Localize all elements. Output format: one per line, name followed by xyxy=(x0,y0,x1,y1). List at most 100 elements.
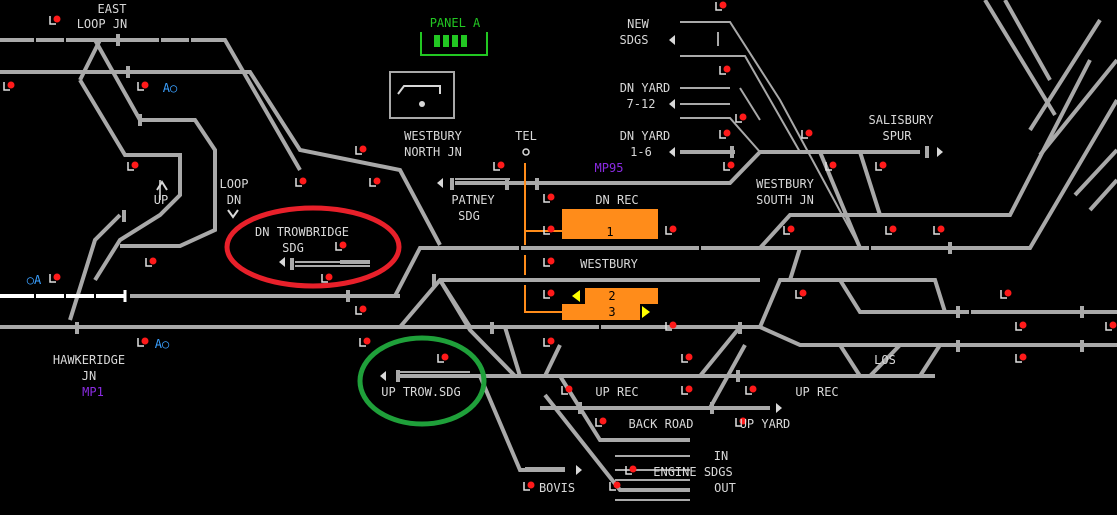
control-box-icon[interactable] xyxy=(389,71,455,119)
label-new-sdgs: SDGS xyxy=(620,33,649,47)
signal-icon[interactable] xyxy=(137,337,149,347)
up-arrow-icon xyxy=(156,180,168,191)
track-layout xyxy=(0,0,1117,501)
signal-icon[interactable] xyxy=(681,353,693,363)
signal-icon[interactable] xyxy=(369,177,381,187)
direction-arrows xyxy=(279,35,943,475)
signal-icon[interactable] xyxy=(49,273,61,283)
platform-westbury-2[interactable]: 2 xyxy=(572,288,658,304)
label-westbury-south-jn: WESTBURY xyxy=(756,177,815,191)
aspect-indicator: A○ xyxy=(155,337,169,351)
signal-icon[interactable] xyxy=(543,225,555,235)
arrow-left-icon xyxy=(669,147,675,157)
signal-icon[interactable] xyxy=(295,177,307,187)
signal-icon[interactable] xyxy=(745,385,757,395)
signal-icon[interactable] xyxy=(715,1,727,11)
signal-icon[interactable] xyxy=(543,337,555,347)
signal-icon[interactable] xyxy=(719,129,731,139)
label-tel: TEL xyxy=(515,129,537,143)
signal-icon[interactable] xyxy=(543,193,555,203)
aspect-indicator: ○A xyxy=(27,273,42,287)
signal-icon[interactable] xyxy=(1015,353,1027,363)
arrow-left-icon xyxy=(437,178,443,188)
signal-icon[interactable] xyxy=(735,417,747,427)
label-up-rec: UP REC xyxy=(595,385,638,399)
signal-icon[interactable] xyxy=(561,385,573,395)
signal-icon[interactable] xyxy=(1105,321,1117,331)
signal-icon[interactable] xyxy=(665,225,677,235)
signal-icon[interactable] xyxy=(127,161,139,171)
label-loop-dn: DN xyxy=(227,193,241,207)
label-engine-sdgs: ENGINE SDGS xyxy=(653,465,732,479)
signal-icon[interactable] xyxy=(735,113,747,123)
signal-icon[interactable] xyxy=(595,417,607,427)
platform-dn-rec[interactable]: 1 xyxy=(562,209,658,239)
signal-icon[interactable] xyxy=(625,465,637,475)
label-westbury-south-jn: SOUTH JN xyxy=(756,193,814,207)
aspect-indicator: A○ xyxy=(163,81,177,95)
label-up-yard: UP YARD xyxy=(740,417,791,431)
signal-icon[interactable] xyxy=(49,15,61,25)
arrow-right-icon xyxy=(776,403,782,413)
signal-icon[interactable] xyxy=(543,289,555,299)
panel-name: PANEL A xyxy=(430,16,481,30)
label-east-loop-jn: EAST xyxy=(98,2,127,16)
signal-icon[interactable] xyxy=(681,385,693,395)
arrow-left-icon xyxy=(380,371,386,381)
signal-icon[interactable] xyxy=(437,353,449,363)
signal-icon[interactable] xyxy=(493,161,505,171)
signal-icon[interactable] xyxy=(885,225,897,235)
label-dn-trowbridge-sdg: DN TROWBRIDGE xyxy=(255,225,349,239)
signal-icon[interactable] xyxy=(523,481,535,491)
signal-icon[interactable] xyxy=(825,161,837,171)
signal-icon[interactable] xyxy=(543,257,555,267)
signal-icon[interactable] xyxy=(137,81,149,91)
signal-icon[interactable] xyxy=(875,161,887,171)
label-los: LOS xyxy=(874,353,896,367)
arrow-left-icon xyxy=(279,257,285,267)
platform-westbury-3[interactable]: 3 xyxy=(562,304,650,320)
label-dn-yard-7-12: 7-12 xyxy=(627,97,656,111)
signal-icon[interactable] xyxy=(359,337,371,347)
label-milepost-95: MP95 xyxy=(595,161,624,175)
label-hawkeridge-jn: HAWKERIDGE xyxy=(53,353,125,367)
arrow-right-icon xyxy=(937,147,943,157)
label-bovis: BOVIS xyxy=(539,481,575,495)
panel-a-indicator[interactable]: PANEL A xyxy=(420,16,488,56)
signal-icon[interactable] xyxy=(723,161,735,171)
down-arrow-icon xyxy=(227,209,239,219)
signal-icon[interactable] xyxy=(933,225,945,235)
signal-icon[interactable] xyxy=(795,289,807,299)
signal-icon[interactable] xyxy=(355,145,367,155)
signal-icon[interactable] xyxy=(355,305,367,315)
label-out: OUT xyxy=(714,481,736,495)
telephone-icon[interactable] xyxy=(522,148,530,156)
label-loop-dn: LOOP xyxy=(220,177,249,191)
signals xyxy=(3,1,1117,491)
signal-icon[interactable] xyxy=(783,225,795,235)
signal-icon[interactable] xyxy=(801,129,813,139)
label-up: UP xyxy=(154,193,168,207)
signal-icon[interactable] xyxy=(321,273,333,283)
signal-icon[interactable] xyxy=(3,81,15,91)
label-milepost-1: MP1 xyxy=(82,385,104,399)
signal-icon[interactable] xyxy=(335,241,347,251)
signal-icon[interactable] xyxy=(1015,321,1027,331)
highlight-dn-trowbridge-sdg xyxy=(224,205,402,289)
label-salisbury-spur: SALISBURY xyxy=(868,113,934,127)
label-dn-yard-1-6: 1-6 xyxy=(630,145,652,159)
label-new-sdgs: NEW xyxy=(627,17,649,31)
signal-icon[interactable] xyxy=(609,481,621,491)
signal-icon[interactable] xyxy=(145,257,157,267)
label-up-trow-sdg: UP TROW.SDG xyxy=(381,385,460,399)
label-dn-trowbridge-sdg: SDG xyxy=(282,241,304,255)
label-westbury: WESTBURY xyxy=(580,257,639,271)
label-in: IN xyxy=(714,449,728,463)
signal-icon[interactable] xyxy=(719,65,731,75)
label-westbury-north-jn: NORTH JN xyxy=(404,145,462,159)
direction-right-icon xyxy=(642,306,650,318)
signal-icon[interactable] xyxy=(665,321,677,331)
platform-number: 2 xyxy=(608,289,615,303)
signal-icon[interactable] xyxy=(1000,289,1012,299)
